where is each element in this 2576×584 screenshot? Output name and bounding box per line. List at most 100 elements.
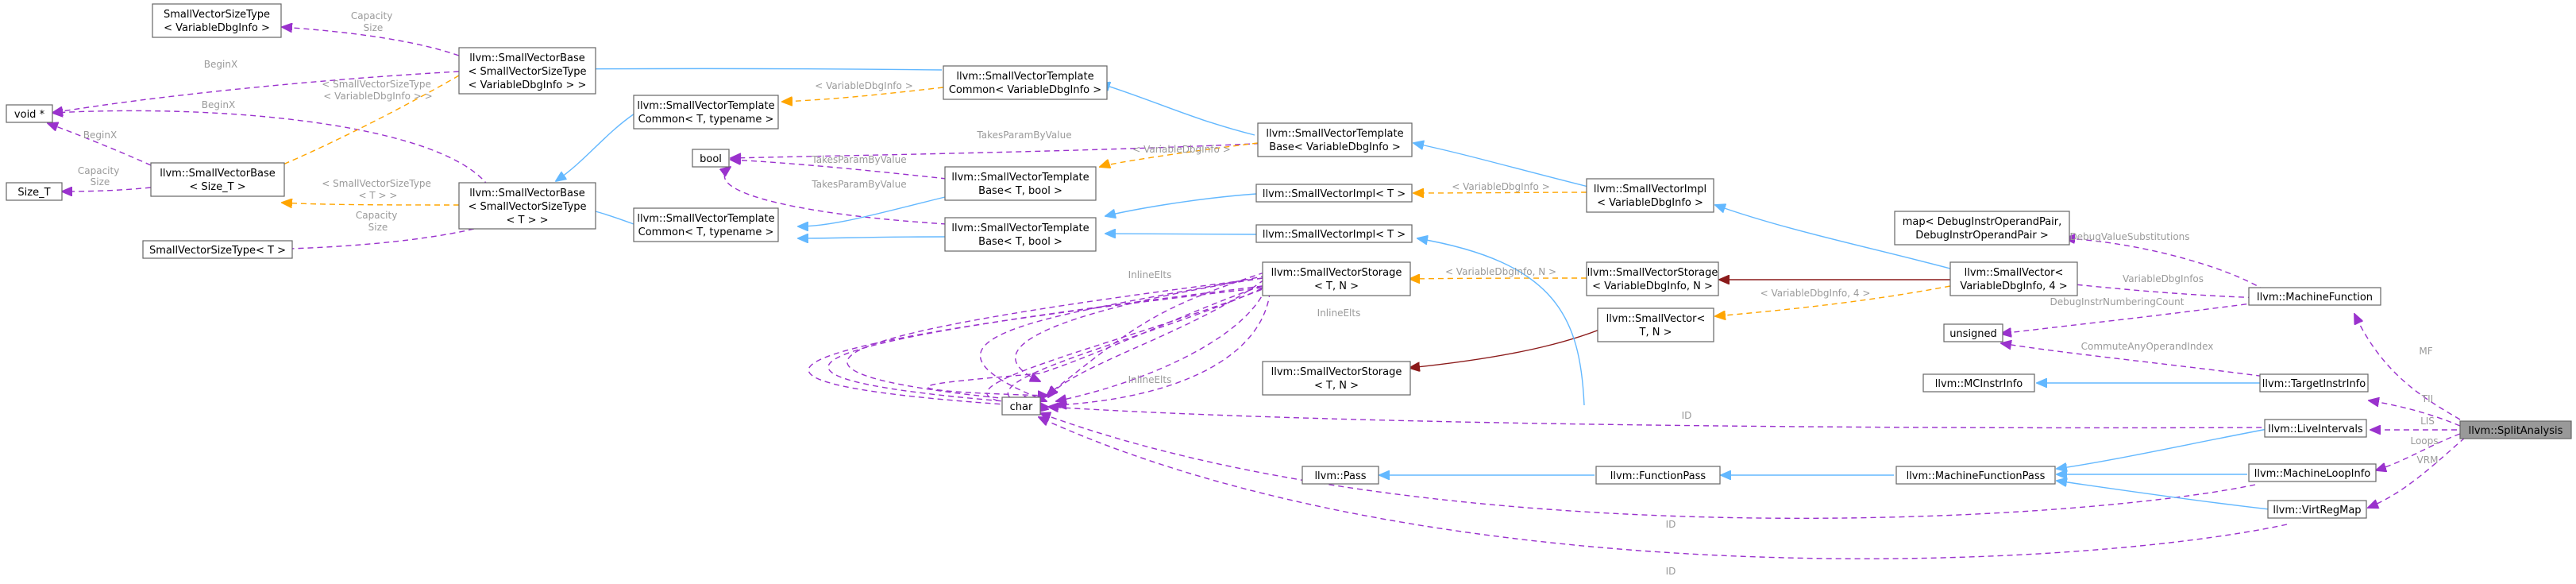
- edge-usage: [2368, 437, 2466, 508]
- edge-label-takesparambyvalue: TakesParamByValue: [976, 130, 1071, 141]
- edge-label-vrm: VRM: [2417, 454, 2439, 466]
- edge-label-tii: TII: [2421, 393, 2433, 404]
- class-node[interactable]: llvm::SmallVectorStorage< T, N >: [1262, 261, 1411, 296]
- edge-inheritance: [798, 196, 946, 226]
- svg-text:llvm::MachineLoopInfo: llvm::MachineLoopInfo: [2254, 468, 2371, 480]
- class-node[interactable]: llvm::MCInstrInfo: [1922, 373, 2035, 393]
- class-node[interactable]: Size_T: [6, 182, 63, 201]
- edge-label-template-arg: < VariableDbgInfo >: [815, 80, 913, 91]
- class-node[interactable]: llvm::MachineFunction: [2248, 287, 2381, 306]
- edge-labels: Capacity Size BeginX BeginX BeginX Capac…: [78, 10, 2439, 577]
- edge-inheritance: [798, 237, 946, 238]
- edge-label-debugvaluesubstitutions: DebugValueSubstitutions: [2069, 231, 2189, 242]
- edge-usage: [724, 167, 947, 225]
- svg-text:llvm::SplitAnalysis: llvm::SplitAnalysis: [2469, 425, 2563, 437]
- edge-usage: [827, 285, 1263, 404]
- class-node[interactable]: SmallVectorSizeType< T >: [142, 240, 293, 259]
- class-node[interactable]: llvm::Pass: [1301, 466, 1379, 485]
- svg-text:llvm::SmallVector<T, N >: llvm::SmallVector<T, N >: [1606, 313, 1706, 338]
- edge-label-template-arg: < VariableDbgInfo >: [1132, 144, 1231, 155]
- svg-text:llvm::SmallVectorBase< SmallVe: llvm::SmallVectorBase< SmallVectorSizeTy…: [468, 188, 586, 226]
- edge-usage: [1047, 272, 1265, 396]
- edge-usage: [731, 160, 947, 180]
- edge-template: [1413, 192, 1587, 193]
- edge-usage: [927, 282, 1271, 396]
- class-node[interactable]: llvm::LiveIntervals: [2264, 419, 2367, 438]
- edge-inheritance: [1417, 238, 1585, 406]
- edge-label-inlineelts: InlineElts: [1128, 269, 1172, 280]
- edge-label-capacity-size: Capacity Size: [78, 165, 122, 188]
- edge-label-beginx: BeginX: [83, 130, 117, 141]
- edge-label-debuginstrnumberingcount: DebugInstrNumberingCount: [2050, 296, 2185, 307]
- class-node[interactable]: llvm::SmallVectorStorage< VariableDbgInf…: [1586, 261, 1719, 296]
- edges: [48, 27, 2466, 559]
- edge-usage: [52, 71, 460, 113]
- edge-label-capacity-size: Capacity Size: [356, 210, 400, 233]
- class-node[interactable]: bool: [692, 149, 730, 168]
- edge-usage: [2376, 433, 2461, 470]
- class-node[interactable]: llvm::VirtRegMap: [2267, 500, 2367, 519]
- class-node[interactable]: unsigned: [1943, 323, 2003, 342]
- edge-usage: [2001, 343, 2272, 378]
- nodes: SmallVectorSizeType< VariableDbgInfo > v…: [6, 3, 2572, 519]
- edge-usage: [258, 223, 493, 249]
- edge-inheritance: [2057, 481, 2270, 510]
- class-node[interactable]: llvm::TargetInstrInfo: [2259, 373, 2369, 393]
- class-node[interactable]: llvm::FunctionPass: [1595, 466, 1721, 485]
- class-node[interactable]: char: [1001, 396, 1041, 416]
- svg-text:bool: bool: [700, 153, 722, 165]
- svg-text:llvm::MachineFunctionPass: llvm::MachineFunctionPass: [1907, 470, 2046, 482]
- edge-label-template-arg: < SmallVectorSizeType < VariableDbgInfo …: [322, 79, 434, 102]
- svg-text:char: char: [1010, 401, 1033, 413]
- class-node[interactable]: map< DebugInstrOperandPair,DebugInstrOpe…: [1894, 211, 2070, 246]
- class-node[interactable]: llvm::SmallVector<VariableDbgInfo, 4 >: [1949, 261, 2078, 296]
- edge-template: [782, 87, 944, 102]
- edge-label-id: ID: [1682, 410, 1692, 421]
- svg-text:map< DebugInstrOperandPair,Deb: map< DebugInstrOperandPair,DebugInstrOpe…: [1903, 216, 2062, 242]
- edge-usage: [1007, 284, 1271, 409]
- class-node[interactable]: llvm::MachineFunctionPass: [1895, 466, 2056, 485]
- class-node[interactable]: llvm::SmallVectorBase< SmallVectorSizeTy…: [458, 47, 596, 95]
- class-node[interactable]: llvm::SmallVectorStorage< T, N >: [1262, 361, 1411, 396]
- svg-text:llvm::FunctionPass: llvm::FunctionPass: [1610, 470, 1706, 482]
- class-node[interactable]: llvm::SmallVectorImpl< T >: [1255, 184, 1413, 203]
- edge-template: [282, 203, 460, 205]
- class-node-focus[interactable]: llvm::SplitAnalysis: [2459, 420, 2572, 439]
- edge-usage: [62, 188, 152, 191]
- class-node[interactable]: llvm::SmallVectorImpl< T >: [1255, 224, 1413, 243]
- edge-label-template-arg: < SmallVectorSizeType < T > >: [322, 178, 434, 201]
- svg-text:llvm::SmallVectorImpl< T >: llvm::SmallVectorImpl< T >: [1263, 229, 1406, 241]
- edge-usage: [48, 123, 152, 166]
- edge-usage: [282, 27, 460, 56]
- class-node[interactable]: llvm::MachineLoopInfo: [2248, 463, 2377, 482]
- svg-text:llvm::SmallVectorBase< Size_T: llvm::SmallVectorBase< Size_T >: [160, 168, 276, 193]
- class-node[interactable]: llvm::SmallVector<T, N >: [1597, 307, 1714, 342]
- svg-text:llvm::TargetInstrInfo: llvm::TargetInstrInfo: [2262, 378, 2366, 390]
- edge-usage: [986, 285, 1271, 407]
- edge-usage: [808, 287, 1263, 407]
- class-node[interactable]: SmallVectorSizeType< VariableDbgInfo >: [152, 3, 282, 38]
- edge-usage: [2369, 400, 2461, 427]
- class-node[interactable]: llvm::SmallVectorImpl< VariableDbgInfo >: [1586, 178, 1714, 213]
- edge-label-takesparambyvalue: TakesParamByValue: [811, 179, 906, 190]
- edge-label-template-arg: < VariableDbgInfo, 4 >: [1760, 288, 1871, 299]
- edge-label-template-arg: < VariableDbgInfo, N >: [1445, 266, 1556, 277]
- svg-text:llvm::SmallVectorStorage< T, N: llvm::SmallVectorStorage< T, N >: [1271, 366, 1402, 392]
- edge-label-beginx: BeginX: [204, 59, 237, 70]
- edge-label-beginx: BeginX: [202, 99, 235, 110]
- class-node[interactable]: void *: [6, 104, 53, 123]
- svg-text:unsigned: unsigned: [1949, 328, 1997, 340]
- svg-text:SmallVectorSizeType< VariableD: SmallVectorSizeType< VariableDbgInfo >: [164, 9, 270, 34]
- edge-label-capacity-size: Capacity Size: [351, 10, 395, 33]
- class-node[interactable]: llvm::SmallVectorBase< SmallVectorSizeTy…: [458, 182, 596, 230]
- class-node[interactable]: llvm::SmallVectorBase< Size_T >: [150, 162, 285, 197]
